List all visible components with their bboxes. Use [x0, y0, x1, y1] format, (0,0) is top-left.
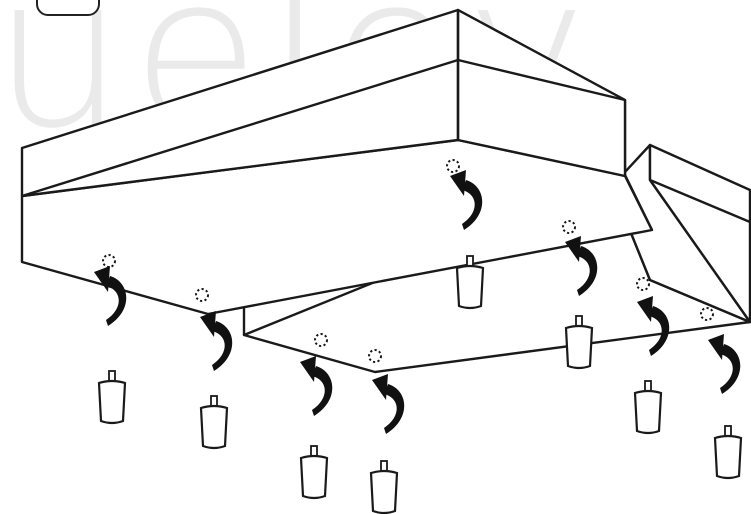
hole-icon: [314, 333, 328, 347]
furniture-legs: [97, 255, 743, 514]
arrow-head: [708, 334, 724, 360]
leg-icon: [299, 445, 329, 500]
arrow-shaft: [649, 306, 670, 356]
leg-icon: [97, 370, 127, 425]
back-box-seam: [649, 178, 751, 224]
leg-icon: [199, 395, 229, 450]
arrow-shaft: [384, 384, 405, 434]
hole-icon: [700, 307, 714, 321]
hole-icon: [368, 349, 382, 363]
arrow-shaft: [312, 366, 333, 416]
arrow-shaft: [462, 180, 483, 230]
leg-body: [97, 379, 127, 425]
arrow-head: [637, 296, 653, 322]
leg-icon: [564, 315, 594, 370]
leg-body: [713, 434, 743, 480]
front-box-bottom-edge: [623, 175, 654, 231]
leg-body: [299, 454, 329, 500]
curved-arrow-icon: [450, 170, 483, 230]
leg-body: [199, 404, 229, 450]
hole-icon: [636, 277, 650, 291]
curved-arrow-icon: [372, 374, 405, 434]
screw-arrows: [94, 170, 741, 434]
hole-icon: [562, 220, 576, 234]
arrow-shaft: [720, 344, 741, 394]
arrow-head: [450, 170, 466, 196]
leg-holes: [102, 159, 714, 363]
arrow-head: [565, 236, 581, 262]
arrow-shaft: [212, 321, 233, 371]
arrow-shaft: [577, 246, 598, 296]
curved-arrow-icon: [300, 356, 333, 416]
badge-icon: [36, 0, 100, 16]
arrow-head: [300, 356, 316, 382]
leg-icon: [633, 380, 663, 435]
leg-icon: [455, 255, 485, 310]
leg-icon: [713, 425, 743, 480]
leg-body: [455, 264, 485, 310]
arrow-shaft: [106, 276, 127, 326]
curved-arrow-icon: [94, 266, 127, 326]
leg-icon: [369, 460, 399, 514]
curved-arrow-icon: [565, 236, 598, 296]
curved-arrow-icon: [637, 296, 670, 356]
front-box: [20, 8, 654, 316]
arrow-head: [372, 374, 388, 400]
hole-icon: [102, 254, 116, 268]
front-box-seam-right: [457, 58, 626, 102]
front-box-seam-left: [21, 58, 459, 198]
arrow-head: [200, 311, 216, 337]
curved-arrow-icon: [200, 311, 233, 371]
curved-arrow-icon: [708, 334, 741, 394]
hole-icon: [195, 288, 209, 302]
leg-body: [369, 469, 399, 514]
leg-body: [564, 324, 594, 370]
leg-body: [633, 389, 663, 435]
hole-icon: [446, 159, 460, 173]
arrow-head: [94, 266, 110, 292]
